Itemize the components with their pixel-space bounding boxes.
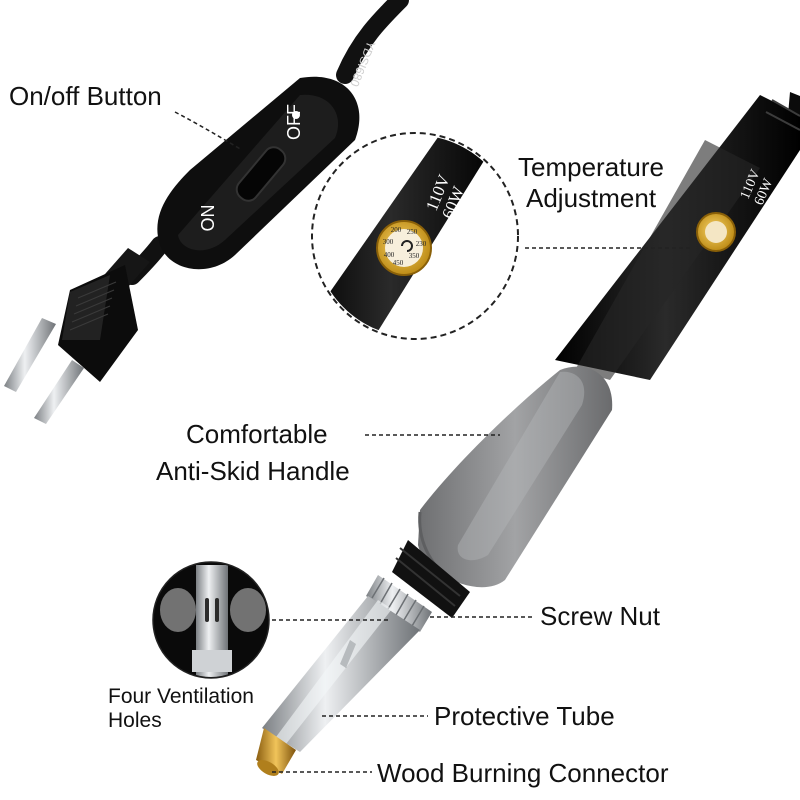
screw-nut xyxy=(366,575,432,632)
vent-hole-icon xyxy=(205,598,209,622)
switch-off-text: OFF xyxy=(284,104,304,140)
label-temperature-line2: Adjustment xyxy=(526,183,657,213)
label-wood-burning-connector: Wood Burning Connector xyxy=(377,758,669,788)
ventilation-zoom-callout xyxy=(152,561,270,679)
handle-collar xyxy=(392,540,470,618)
iron-body: 110V 60W xyxy=(555,92,800,380)
svg-text:250: 250 xyxy=(407,228,418,236)
vent-hole-icon xyxy=(215,598,219,622)
svg-text:300: 300 xyxy=(383,238,394,246)
label-handle-line1: Comfortable xyxy=(186,419,328,449)
svg-text:400: 400 xyxy=(384,251,395,259)
label-screw-nut: Screw Nut xyxy=(540,601,660,631)
temperature-zoom-callout: 110V 60W 200 250 300 230 400 450 350 xyxy=(311,132,519,340)
switch-on-text: ON xyxy=(198,205,218,232)
label-ventilation-line2: Holes xyxy=(108,709,162,732)
rocker-switch xyxy=(235,146,287,202)
svg-text:450: 450 xyxy=(393,259,404,267)
svg-text:350: 350 xyxy=(409,252,420,260)
dial-scale: 200 250 300 230 400 450 350 xyxy=(383,226,427,267)
plug-prong xyxy=(34,360,84,424)
leader-lines xyxy=(174,111,690,773)
plug-prong xyxy=(4,318,56,392)
anti-skid-handle xyxy=(418,366,613,588)
dial-arrow-icon xyxy=(401,240,413,252)
label-on-off-button: On/off Button xyxy=(9,81,162,111)
label-handle-line2: Anti-Skid Handle xyxy=(156,456,350,486)
on-off-switch: OFF ON xyxy=(157,76,360,270)
off-dot-icon xyxy=(292,111,300,119)
protective-tube xyxy=(262,596,420,752)
svg-text:200: 200 xyxy=(391,226,402,234)
leader-on-off xyxy=(174,111,243,151)
label-temperature-line1: Temperature xyxy=(518,152,664,182)
label-protective-tube: Protective Tube xyxy=(434,701,615,731)
plug xyxy=(4,248,150,424)
label-ventilation-line1: Four Ventilation xyxy=(108,685,254,708)
svg-text:230: 230 xyxy=(416,240,427,248)
